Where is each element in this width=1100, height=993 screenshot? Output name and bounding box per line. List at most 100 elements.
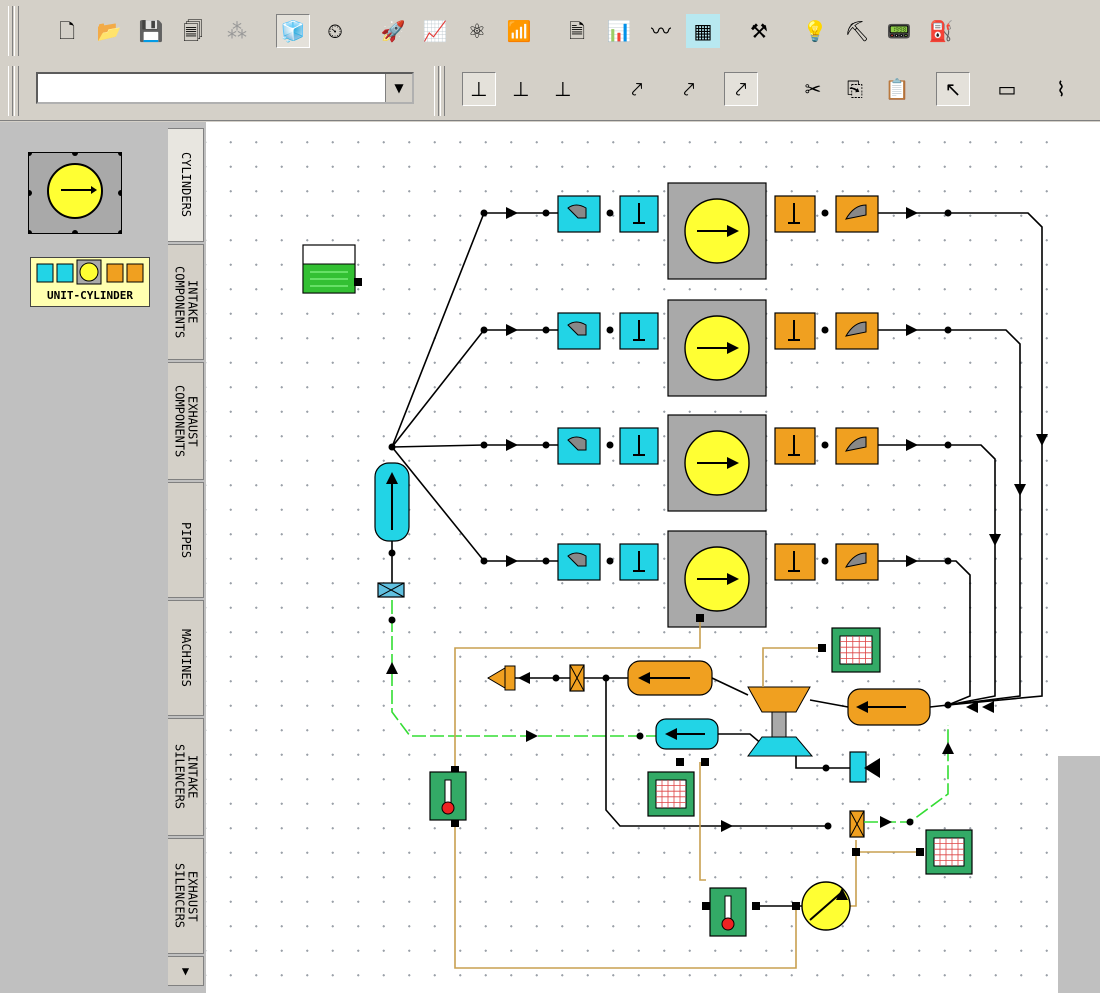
rect-select-icon[interactable]: ▭ xyxy=(997,77,1017,101)
sensor-wire[interactable] xyxy=(699,762,706,881)
toolbar-grip[interactable] xyxy=(14,66,19,116)
toolbar-grip[interactable] xyxy=(14,6,19,56)
tree-3-icon[interactable]: ⊥ xyxy=(554,77,572,101)
valve-stem-icon xyxy=(788,203,800,224)
meter-icon[interactable]: 📟 xyxy=(886,19,912,43)
valve-stem-icon xyxy=(633,320,645,341)
port-square xyxy=(696,614,704,622)
collector-line[interactable] xyxy=(929,704,949,708)
port-square xyxy=(354,278,362,286)
gauge-icon[interactable]: ⏲ xyxy=(327,19,343,43)
worker-icon[interactable]: ⛏ xyxy=(844,19,870,43)
save-all-icon[interactable]: 🗐 xyxy=(183,19,203,43)
intake-runner-line[interactable] xyxy=(391,444,558,448)
bulb-icon[interactable]: 💡 xyxy=(802,19,828,43)
port-shape-icon xyxy=(567,321,587,336)
compressor[interactable] xyxy=(747,736,814,757)
tab-machines[interactable]: MACHINES xyxy=(168,600,204,716)
wastegate[interactable] xyxy=(849,751,867,783)
tools-icon[interactable]: ⚒ xyxy=(750,19,768,43)
atom-icon[interactable]: ⚛ xyxy=(468,19,486,43)
save-icon[interactable]: 💾 xyxy=(138,19,164,43)
turbine-outlet-line[interactable] xyxy=(711,677,749,696)
flow-arrow-icon xyxy=(1014,484,1026,496)
pointer-icon[interactable]: ↖ xyxy=(936,72,970,106)
tree-1-icon[interactable]: ⊥ xyxy=(462,72,496,106)
open-folder-icon[interactable]: 📂 xyxy=(96,19,122,43)
flow-arrow-icon xyxy=(942,742,954,754)
map-icon[interactable]: ▦ xyxy=(686,14,720,48)
wastegate-line[interactable] xyxy=(795,756,850,769)
compressor-line[interactable] xyxy=(718,733,764,746)
turbine-inlet-line[interactable] xyxy=(809,699,849,708)
toolbar-grip[interactable] xyxy=(434,66,439,116)
flow-arrow-icon xyxy=(966,701,978,713)
cylinder-arrow-icon xyxy=(29,153,121,233)
cylinder-preview[interactable] xyxy=(28,152,122,234)
tab-intake-silencers[interactable]: INTAKE SILENCERS xyxy=(168,718,204,836)
turbo-shaft xyxy=(771,711,787,738)
tab-exhaust-silencers[interactable]: EXHAUST SILENCERS xyxy=(168,838,204,954)
exhaust-outlet-nozzle[interactable] xyxy=(487,667,506,689)
port-square xyxy=(852,848,860,856)
unit-cylinder-item[interactable]: UNIT-CYLINDER xyxy=(30,257,150,307)
port-shape-icon xyxy=(845,436,867,452)
lasso-icon[interactable]: ⌇ xyxy=(1056,77,1066,101)
pipe-icon[interactable]: ⛽ xyxy=(928,19,954,43)
exhaust-outlet[interactable] xyxy=(504,665,516,691)
component-combo[interactable]: ▼ xyxy=(36,72,414,104)
throttle-x-icon xyxy=(377,582,405,598)
component-combo-input[interactable] xyxy=(40,76,384,102)
link-2-icon[interactable]: ⤤ xyxy=(683,77,695,101)
wave-icon[interactable]: 〰 xyxy=(651,19,671,43)
junction-dot xyxy=(906,818,914,826)
toolbar-grip[interactable] xyxy=(8,6,13,56)
tab-pipes[interactable]: PIPES xyxy=(168,482,204,598)
junction-dot xyxy=(388,549,396,557)
exhaust-runner-line[interactable] xyxy=(878,212,1043,706)
port-square xyxy=(451,819,459,827)
intake-runner-line[interactable] xyxy=(391,446,558,562)
rocket-icon[interactable]: 🚀 xyxy=(380,19,406,43)
silencer-arrow-icon xyxy=(638,672,650,684)
link-3-icon[interactable]: ⤤ xyxy=(724,72,758,106)
bar-chart-icon[interactable]: 📊 xyxy=(606,19,632,43)
paste-icon[interactable]: 📋 xyxy=(884,77,910,101)
copy-icon[interactable]: ⎘ xyxy=(847,77,863,101)
sensor-wire[interactable] xyxy=(762,647,822,687)
sensor-wire[interactable] xyxy=(454,618,701,772)
intake-valve[interactable] xyxy=(619,427,659,465)
new-file-icon[interactable]: 🗋 xyxy=(58,19,76,43)
exhaust-runner-line[interactable] xyxy=(878,560,971,706)
flow-arrow-icon xyxy=(906,207,918,219)
exhaust-runner-line[interactable] xyxy=(878,329,1021,706)
chart-icon[interactable]: 📈 xyxy=(422,19,448,43)
thermometer-bulb-icon xyxy=(441,801,455,815)
link-1-icon[interactable]: ⤤ xyxy=(631,77,643,101)
cube-icon[interactable]: 🧊 xyxy=(276,14,310,48)
tab-intake-components[interactable]: INTAKE COMPONENTS xyxy=(168,244,204,360)
tree-2-icon[interactable]: ⊥ xyxy=(512,77,530,101)
tab-scroll-down[interactable]: ▼ xyxy=(168,956,204,986)
monitor-screen-icon xyxy=(655,779,687,809)
document-icon[interactable]: 🗎 xyxy=(568,19,586,43)
chevron-down-icon[interactable]: ▼ xyxy=(385,74,412,102)
sensor-wire[interactable] xyxy=(454,820,797,969)
unit-cylinder-label: UNIT-CYLINDER xyxy=(46,289,134,302)
tab-cylinders[interactable]: CYLINDERS xyxy=(168,128,204,242)
grid-icon[interactable]: ⁂ xyxy=(227,19,247,43)
exhaust-runner-line[interactable] xyxy=(878,444,996,706)
toolbar-grip[interactable] xyxy=(440,66,445,116)
toolbar-grip[interactable] xyxy=(8,66,13,116)
intake-runner-line[interactable] xyxy=(391,329,558,448)
signal-icon[interactable]: 📶 xyxy=(506,19,532,43)
port-shape-icon xyxy=(567,552,587,567)
turbine[interactable] xyxy=(747,686,811,713)
monitor-screen-icon xyxy=(933,837,965,867)
intake-pipe-green[interactable] xyxy=(391,600,660,737)
cut-icon[interactable]: ✂ xyxy=(804,77,822,101)
junction-dot xyxy=(542,441,550,449)
model-canvas[interactable] xyxy=(206,122,1058,993)
wastegate-icon xyxy=(864,758,880,778)
tab-exhaust-components[interactable]: EXHAUST COMPONENTS xyxy=(168,362,204,480)
